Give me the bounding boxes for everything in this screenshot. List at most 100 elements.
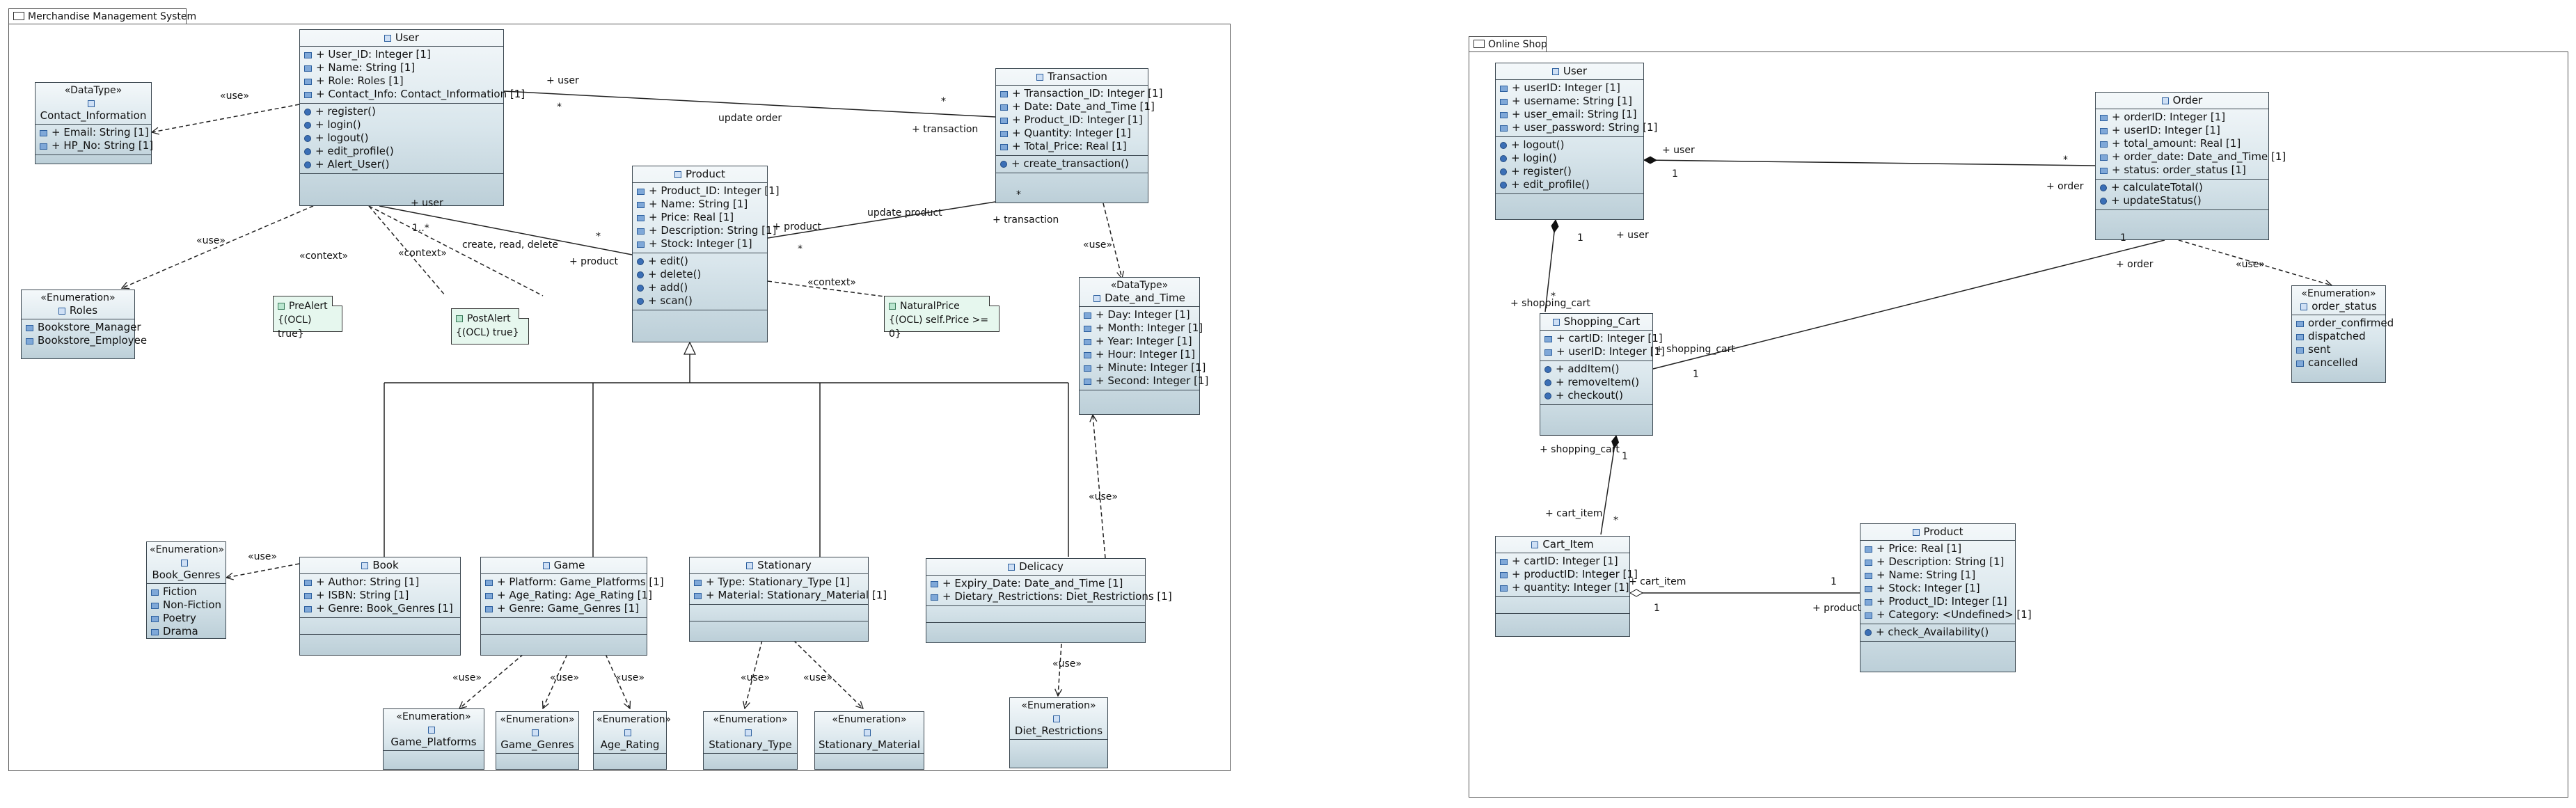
class-delicacy[interactable]: Delicacy + Expiry_Date: Date_and_Time [1… xyxy=(926,558,1172,643)
attribute-row[interactable]: + Name: String [1] xyxy=(300,61,503,74)
attribute-row[interactable]: + Expiry_Date: Date_and_Time [1] xyxy=(926,577,1145,590)
operation-row[interactable]: + addItem() xyxy=(1540,363,1652,376)
attribute-row[interactable]: + user_email: String [1] xyxy=(1496,108,1643,121)
note-postalert[interactable]: PostAlert {(OCL) true} xyxy=(451,308,529,344)
class-os-user[interactable]: User + userID: Integer [1] + username: S… xyxy=(1495,63,1657,220)
attribute-row[interactable]: + Contact_Info: Contact_Information [1] xyxy=(300,88,525,101)
operation-row[interactable]: + edit_profile() xyxy=(1496,178,1643,191)
literal-row[interactable]: Fiction xyxy=(147,585,226,599)
attribute-row[interactable]: + Second: Integer [1] xyxy=(1080,374,1208,388)
attribute-row[interactable]: + Minute: Integer [1] xyxy=(1080,361,1206,374)
enum-diet-restrictions[interactable]: «Enumeration»Diet_Restrictions xyxy=(1009,697,1108,768)
literal-row[interactable]: Poetry xyxy=(147,612,226,625)
attribute-row[interactable]: + Platform: Game_Platforms [1] xyxy=(481,576,664,589)
attribute-row[interactable]: + Price: Real [1] xyxy=(1860,542,2015,555)
attribute-row[interactable]: + Product_ID: Integer [1] xyxy=(996,113,1148,127)
literal-row[interactable]: Non-Fiction xyxy=(147,599,226,612)
attribute-row[interactable]: + Product_ID: Integer [1] xyxy=(633,184,780,198)
attribute-row[interactable]: + userID: Integer [1] xyxy=(1540,345,1665,358)
class-product[interactable]: Product + Product_ID: Integer [1] + Name… xyxy=(632,166,780,342)
attribute-row[interactable]: + Email: String [1] xyxy=(35,126,151,139)
class-game[interactable]: Game + Platform: Game_Platforms [1] + Ag… xyxy=(480,557,664,656)
package-tab-online-shop[interactable]: Online Shop xyxy=(1469,36,1547,52)
enum-stationary-material[interactable]: «Enumeration»Stationary_Material xyxy=(814,711,924,770)
literal-row[interactable]: Bookstore_Employee xyxy=(22,334,147,347)
attribute-row[interactable]: + Month: Integer [1] xyxy=(1080,322,1203,335)
class-os-shopping-cart[interactable]: Shopping_Cart + cartID: Integer [1] + us… xyxy=(1540,313,1665,436)
operation-row[interactable]: + scan() xyxy=(633,294,767,308)
enum-game-genres[interactable]: «Enumeration»Game_Genres xyxy=(496,711,579,770)
attribute-row[interactable]: + quantity: Integer [1] xyxy=(1496,581,1629,594)
attribute-row[interactable]: + Description: String [1] xyxy=(633,224,776,237)
operation-row[interactable]: + login() xyxy=(1496,152,1643,165)
attribute-row[interactable]: + userID: Integer [1] xyxy=(1496,81,1643,95)
attribute-row[interactable]: + Genre: Game_Genres [1] xyxy=(481,602,647,615)
class-os-order[interactable]: Order + orderID: Integer [1] + userID: I… xyxy=(2095,92,2286,240)
attribute-row[interactable]: + HP_No: String [1] xyxy=(35,139,153,152)
attribute-row[interactable]: + Total_Price: Real [1] xyxy=(996,140,1148,153)
attribute-row[interactable]: + Product_ID: Integer [1] xyxy=(1860,595,2015,608)
literal-row[interactable]: order_confirmed xyxy=(2292,317,2394,330)
attribute-row[interactable]: + Author: String [1] xyxy=(300,576,460,589)
class-user[interactable]: User + User_ID: Integer [1] + Name: Stri… xyxy=(299,29,525,206)
attribute-row[interactable]: + Name: String [1] xyxy=(1860,569,2015,582)
attribute-row[interactable]: + Material: Stationary_Material [1] xyxy=(690,589,887,602)
operation-row[interactable]: + edit_profile() xyxy=(300,145,503,158)
attribute-row[interactable]: + Year: Integer [1] xyxy=(1080,335,1199,348)
attribute-row[interactable]: + Description: String [1] xyxy=(1860,555,2015,569)
attribute-row[interactable]: + Date: Date_and_Time [1] xyxy=(996,100,1155,113)
operation-row[interactable]: + delete() xyxy=(633,268,767,281)
attribute-row[interactable]: + Hour: Integer [1] xyxy=(1080,348,1199,361)
operation-row[interactable]: + register() xyxy=(300,105,503,118)
operation-row[interactable]: + logout() xyxy=(1496,138,1643,152)
attribute-row[interactable]: + cartID: Integer [1] xyxy=(1540,332,1663,345)
attribute-row[interactable]: + User_ID: Integer [1] xyxy=(300,48,503,61)
operation-row[interactable]: + create_transaction() xyxy=(996,157,1148,171)
operation-row[interactable]: + calculateTotal() xyxy=(2096,181,2268,194)
class-stationary[interactable]: Stationary + Type: Stationary_Type [1] +… xyxy=(689,557,887,642)
attribute-row[interactable]: + orderID: Integer [1] xyxy=(2096,111,2268,124)
datatype-contact-information[interactable]: «DataType»Contact_Information + Email: S… xyxy=(35,82,153,164)
attribute-row[interactable]: + Role: Roles [1] xyxy=(300,74,503,88)
attribute-row[interactable]: + Day: Integer [1] xyxy=(1080,308,1199,322)
attribute-row[interactable]: + Name: String [1] xyxy=(633,198,767,211)
attribute-row[interactable]: + Quantity: Integer [1] xyxy=(996,127,1148,140)
attribute-row[interactable]: + Dietary_Restrictions: Diet_Restriction… xyxy=(926,590,1172,603)
attribute-row[interactable]: + username: String [1] xyxy=(1496,95,1643,108)
operation-row[interactable]: + updateStatus() xyxy=(2096,194,2268,207)
enum-book-genres[interactable]: «Enumeration»Book_Genres Fiction Non-Fic… xyxy=(146,541,226,639)
attribute-row[interactable]: + userID: Integer [1] xyxy=(2096,124,2268,137)
operation-row[interactable]: + Alert_User() xyxy=(300,158,503,171)
package-tab-merchandise[interactable]: Merchandise Management System xyxy=(8,8,196,24)
operation-row[interactable]: + check_Availability() xyxy=(1860,626,2015,639)
class-os-cart-item[interactable]: Cart_Item + cartID: Integer [1] + produc… xyxy=(1495,536,1638,637)
literal-row[interactable]: cancelled xyxy=(2292,356,2385,370)
attribute-row[interactable]: + Type: Stationary_Type [1] xyxy=(690,576,868,589)
attribute-row[interactable]: + Price: Real [1] xyxy=(633,211,767,224)
enum-age-rating[interactable]: «Enumeration»Age_Rating xyxy=(593,711,671,770)
attribute-row[interactable]: + total_amount: Real [1] xyxy=(2096,137,2268,150)
datatype-date-and-time[interactable]: «DataType»Date_and_Time + Day: Integer [… xyxy=(1079,277,1208,415)
operation-row[interactable]: + logout() xyxy=(300,132,503,145)
enum-roles[interactable]: «Enumeration»Roles Bookstore_Manager Boo… xyxy=(21,290,147,359)
attribute-row[interactable]: + Category: <Undefined> [1] xyxy=(1860,608,2032,621)
attribute-row[interactable]: + status: order_status [1] xyxy=(2096,164,2268,177)
enum-game-platforms[interactable]: «Enumeration»Game_Platforms xyxy=(383,708,484,770)
attribute-row[interactable]: + user_password: String [1] xyxy=(1496,121,1657,134)
class-book[interactable]: Book + Author: String [1] + ISBN: String… xyxy=(299,557,461,656)
operation-row[interactable]: + removeItem() xyxy=(1540,376,1652,389)
class-transaction[interactable]: Transaction + Transaction_ID: Integer [1… xyxy=(995,68,1162,203)
note-prealert[interactable]: PreAlert {(OCL) true} xyxy=(273,296,342,340)
attribute-row[interactable]: + Transaction_ID: Integer [1] xyxy=(996,87,1162,100)
note-naturalprice[interactable]: NaturalPrice {(OCL) self.Price >= 0} xyxy=(884,296,999,340)
attribute-row[interactable]: + Stock: Integer [1] xyxy=(1860,582,2015,595)
attribute-row[interactable]: + Stock: Integer [1] xyxy=(633,237,767,251)
attribute-row[interactable]: + ISBN: String [1] xyxy=(300,589,460,602)
enum-stationary-type[interactable]: «Enumeration»Stationary_Type xyxy=(703,711,798,770)
operation-row[interactable]: + login() xyxy=(300,118,503,132)
literal-row[interactable]: Drama xyxy=(147,625,226,638)
class-os-product[interactable]: Product + Price: Real [1] + Description:… xyxy=(1860,523,2032,672)
operation-row[interactable]: + checkout() xyxy=(1540,389,1652,402)
attribute-row[interactable]: + Genre: Book_Genres [1] xyxy=(300,602,460,615)
attribute-row[interactable]: + productID: Integer [1] xyxy=(1496,568,1638,581)
